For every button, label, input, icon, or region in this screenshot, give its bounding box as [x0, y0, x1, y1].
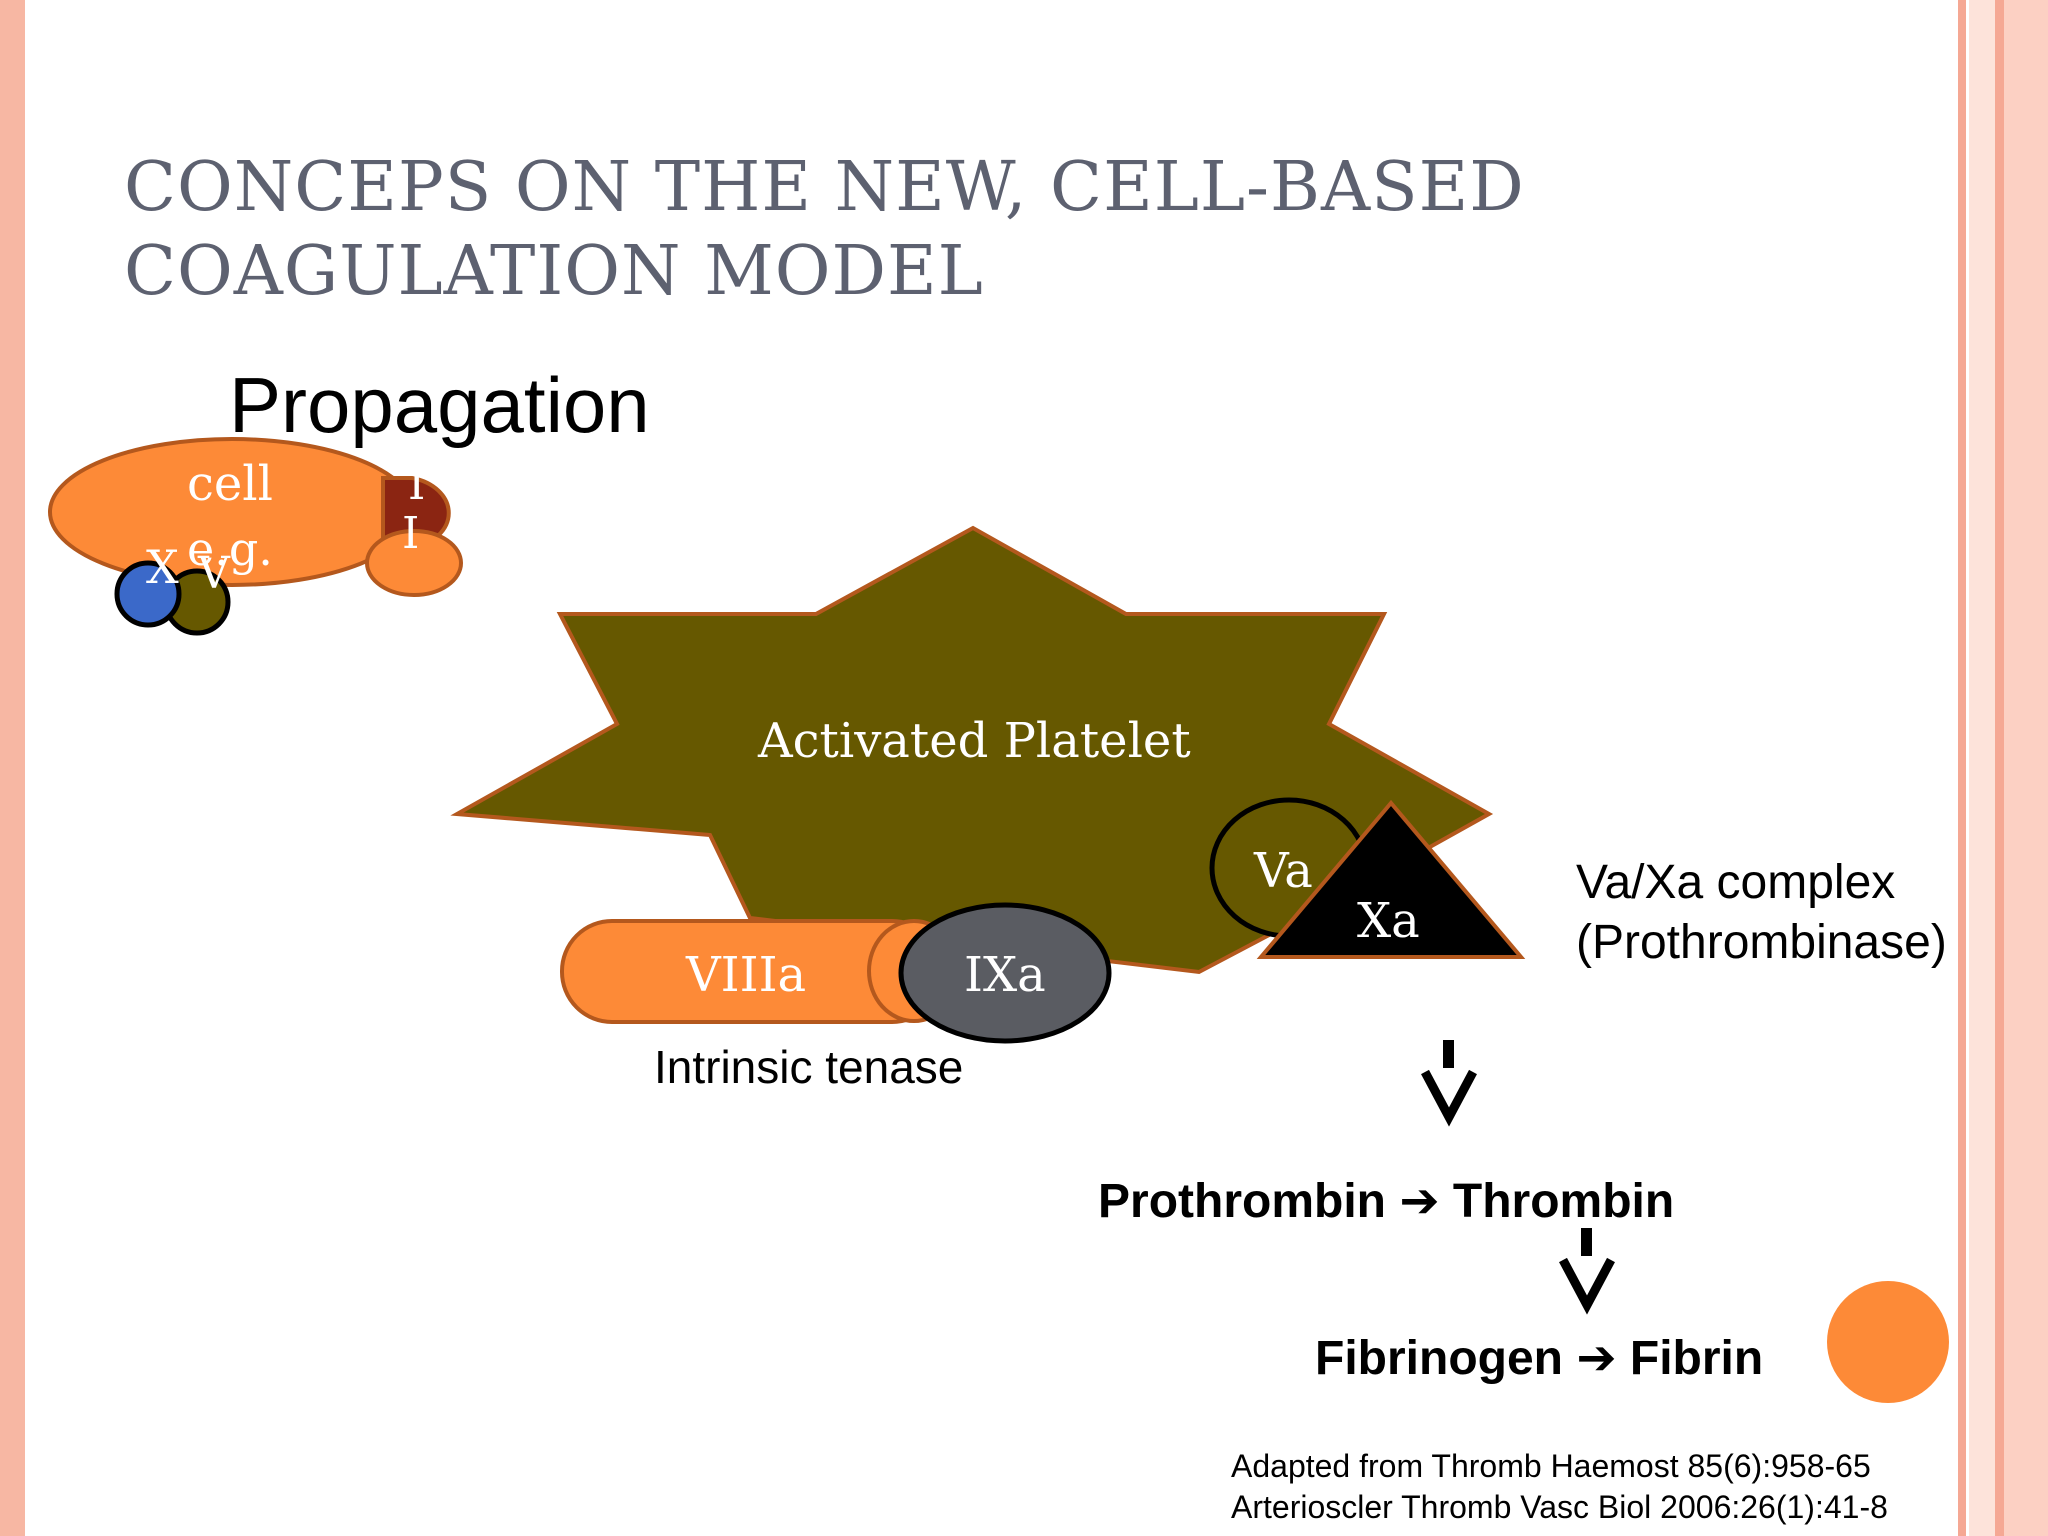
tissue-factor-label: T [402, 459, 432, 510]
thrombin-label: Thrombin [1452, 1175, 1675, 1228]
factor-viia-ellipse [365, 529, 463, 597]
intrinsic-tenase-label: Intrinsic tenase [654, 1041, 964, 1093]
factor-i-label: I [402, 508, 420, 559]
factor-viiia-label: VIIIa [686, 947, 807, 1003]
activated-platelet-label: Activated Platelet [758, 713, 1191, 769]
factor-ixa-ellipse [898, 902, 1112, 1044]
factor-x-circle [114, 560, 182, 628]
prothrombinase-label-line-1: Va/Xa complex [1576, 856, 1896, 909]
citation-line-2: Arterioscler Thromb Vasc Biol 2006:26(1)… [1231, 1489, 1888, 1525]
prothrombinase-label: Va/Xa complex (Prothrombinase) [1576, 853, 1947, 973]
slide-title-line-1: CONCEPS ON THE NEW, CELL-BASED [124, 148, 1525, 227]
arrow-right-icon: ➔ [1399, 1175, 1440, 1228]
reaction-prothrombin-to-thrombin: Prothrombin ➔ Thrombin [1098, 1173, 1674, 1229]
right-border-stripe [2004, 0, 2048, 1536]
down-arrow-icon [1421, 1040, 1477, 1127]
factor-xa-triangle [1256, 799, 1526, 959]
citation-line-1: Adapted from Thromb Haemost 85(6):958-65 [1231, 1448, 1871, 1484]
factor-x-label: X [146, 540, 179, 594]
arrow-right-icon: ➔ [1576, 1332, 1617, 1385]
right-border-stripe [1958, 0, 1966, 1536]
left-border-decoration [0, 0, 25, 1536]
fibrin-label: Fibrin [1629, 1332, 1764, 1385]
orange-decorative-circle [1827, 1281, 1949, 1403]
prothrombinase-label-line-2: (Prothrombinase) [1576, 916, 1947, 969]
factor-v-label: V [198, 548, 230, 599]
phase-label: Propagation [229, 361, 650, 449]
factor-xa-label: Xa [1357, 893, 1420, 949]
right-border-stripe [1969, 0, 1995, 1536]
reaction-fibrinogen-to-fibrin: Fibrinogen ➔ Fibrin [1315, 1330, 1763, 1386]
fibrinogen-label: Fibrinogen [1315, 1332, 1563, 1385]
prothrombin-label: Prothrombin [1098, 1175, 1386, 1228]
slide-title: CONCEPS ON THE NEW, CELL-BASED COAGULATI… [124, 146, 1525, 314]
down-arrow-icon [1559, 1228, 1615, 1315]
cell-label-line-2: cell [187, 456, 273, 512]
cell-label-line-3: e.g. [187, 522, 273, 576]
right-border-stripe [1995, 0, 2004, 1536]
citation: Adapted from Thromb Haemost 85(6):958-65… [1231, 1446, 1888, 1528]
factor-va-label: Va [1254, 843, 1313, 899]
slide-title-line-2: COAGULATION MODEL [124, 232, 984, 311]
factor-ixa-label: IXa [964, 947, 1046, 1003]
